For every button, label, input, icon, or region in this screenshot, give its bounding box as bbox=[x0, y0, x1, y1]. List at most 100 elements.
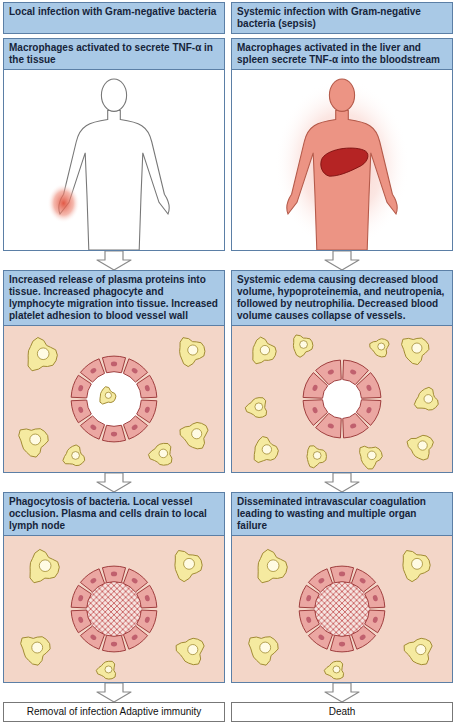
block-arrow bbox=[97, 251, 131, 270]
cell-nucleus bbox=[372, 595, 378, 602]
human-figure bbox=[275, 79, 410, 250]
outcome-box: Removal of infection Adaptive immunity bbox=[3, 702, 225, 722]
panel-ground bbox=[4, 536, 224, 682]
macrophage-nucleus bbox=[260, 642, 271, 653]
cell-nucleus bbox=[78, 385, 84, 392]
macrophage-nucleus bbox=[192, 429, 202, 439]
cell-nucleus bbox=[111, 642, 117, 647]
illustration-panel bbox=[4, 70, 224, 250]
endothelial-cell bbox=[308, 569, 332, 592]
endothelial-cell bbox=[330, 566, 353, 583]
cell-nucleus bbox=[366, 384, 373, 392]
macrophage-nucleus bbox=[368, 451, 377, 460]
stage-panel: Macrophages activated to secrete TNF-α i… bbox=[3, 38, 225, 251]
cell-nucleus bbox=[349, 423, 357, 430]
macrophage-nucleus bbox=[412, 343, 422, 353]
cell-nucleus bbox=[89, 577, 97, 584]
block-arrow bbox=[325, 683, 359, 702]
head-outline bbox=[101, 79, 126, 111]
cell-nucleus bbox=[131, 424, 139, 431]
cell-nucleus bbox=[317, 577, 325, 584]
macrophage-nucleus bbox=[255, 403, 263, 411]
cell-nucleus bbox=[131, 634, 139, 641]
macrophage bbox=[96, 661, 115, 679]
human-figure bbox=[47, 79, 169, 250]
stage-heading: Macrophages activated to secrete TNF-α i… bbox=[4, 39, 224, 70]
macrophage-nucleus bbox=[188, 645, 198, 655]
cell-nucleus bbox=[312, 406, 319, 414]
cell-nucleus bbox=[144, 385, 150, 392]
macrophage-nucleus bbox=[105, 666, 112, 673]
liver bbox=[321, 148, 368, 176]
macrophage bbox=[360, 446, 383, 469]
endothelial-cell bbox=[102, 356, 125, 373]
macrophage-nucleus bbox=[37, 348, 49, 360]
cell-nucleus bbox=[111, 362, 117, 367]
cell-nucleus bbox=[372, 616, 378, 623]
vessel-scene bbox=[19, 337, 208, 465]
endothelial-cell bbox=[80, 359, 104, 382]
outcome-text: Removal of infection Adaptive immunity bbox=[4, 703, 224, 721]
cell-nucleus bbox=[327, 369, 335, 376]
stage-panel: Systemic edema causing decreased blood v… bbox=[231, 270, 453, 473]
endothelial-cell bbox=[137, 375, 157, 398]
cell-nucleus bbox=[144, 595, 150, 602]
cell-nucleus bbox=[366, 406, 373, 414]
panel-ground bbox=[232, 70, 452, 250]
block-arrow bbox=[97, 683, 131, 702]
stage-heading: Disseminated intravascular coagulation l… bbox=[232, 493, 452, 536]
stage-heading: Systemic edema causing decreased blood v… bbox=[232, 271, 452, 326]
vessel-scene bbox=[245, 335, 438, 469]
stage-heading: Macrophages activated in the liver and s… bbox=[232, 39, 452, 70]
cell-nucleus bbox=[78, 406, 84, 413]
cell-nucleus bbox=[327, 423, 335, 430]
macrophage-nucleus bbox=[188, 345, 198, 355]
macrophage-nucleus bbox=[300, 341, 308, 349]
column-header: Systemic infection with Gram-negative ba… bbox=[231, 2, 453, 34]
stage-panel: Macrophages activated in the liver and s… bbox=[231, 38, 453, 251]
cell-nucleus bbox=[339, 572, 345, 577]
column-header: Local infection with Gram-negative bacte… bbox=[3, 2, 225, 34]
macrophage bbox=[175, 551, 202, 582]
endothelial-cell bbox=[365, 585, 385, 608]
macrophage-nucleus bbox=[267, 560, 279, 572]
endothelial-cell bbox=[343, 413, 369, 438]
cell-nucleus bbox=[306, 595, 312, 602]
endothelial-cell bbox=[137, 585, 157, 608]
macrophage bbox=[370, 339, 389, 357]
illustration-panel bbox=[232, 326, 452, 472]
macrophage-nucleus bbox=[72, 452, 80, 460]
endothelial-cell bbox=[123, 626, 147, 649]
local-infection-site bbox=[47, 183, 79, 223]
body-outline bbox=[59, 111, 169, 251]
block-arrow bbox=[325, 251, 359, 270]
macrophage-nucleus bbox=[184, 558, 195, 569]
cell-nucleus bbox=[312, 384, 319, 392]
macrophage bbox=[180, 422, 208, 448]
stage-heading: Local infection with Gram-negative bacte… bbox=[4, 3, 224, 33]
macrophage bbox=[21, 637, 50, 665]
body-outline bbox=[287, 111, 397, 251]
endothelial-cell bbox=[102, 635, 125, 652]
endothelial-cell bbox=[71, 610, 91, 633]
cell-nucleus bbox=[131, 367, 139, 374]
macrophage bbox=[258, 549, 287, 582]
systemic-glow bbox=[275, 79, 410, 250]
macrophage-nucleus bbox=[333, 666, 340, 673]
vessel-scene bbox=[21, 549, 204, 679]
cell-nucleus bbox=[78, 616, 84, 623]
cell-nucleus bbox=[317, 634, 325, 641]
cell-nucleus bbox=[144, 616, 150, 623]
macrophage-nucleus bbox=[39, 560, 51, 572]
macrophage bbox=[403, 551, 430, 582]
macrophage-nucleus bbox=[159, 449, 168, 458]
head-outline bbox=[329, 79, 354, 111]
cell-nucleus bbox=[359, 577, 367, 584]
macrophage bbox=[254, 437, 278, 463]
stage-heading: Phagocytosis of bacteria. Local vessel o… bbox=[4, 493, 224, 536]
macrophage-nucleus bbox=[105, 392, 111, 398]
macrophage bbox=[293, 335, 312, 357]
outcome-text: Death bbox=[232, 703, 452, 721]
macrophage bbox=[176, 638, 204, 664]
stage-heading: Increased release of plasma proteins int… bbox=[4, 271, 224, 326]
